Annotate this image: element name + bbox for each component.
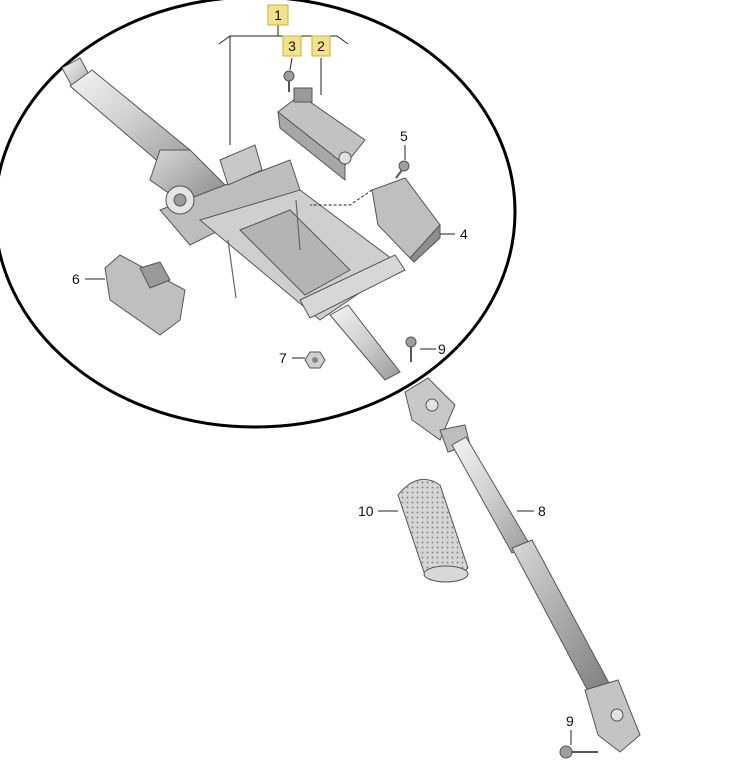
callout-6: 6 [72,271,80,287]
callout-2: 2 [311,35,331,57]
leader-line-4b [310,189,373,206]
leader-line-3 [289,57,293,71]
callout-9-lower: 9 [566,713,574,729]
part-2-control-unit [277,87,366,182]
part-10-boot [397,478,469,583]
callout-7: 7 [279,350,287,366]
part-3-screw [283,70,295,92]
tilt-spring [227,199,301,299]
svg-text:3: 3 [288,38,296,54]
part-5-screw [395,160,410,179]
steering-column-upper-assembly [61,57,406,381]
callout-3: 3 [282,35,302,57]
part-9-upper-screw [405,336,417,362]
callout-10: 10 [358,503,374,519]
callout-4: 4 [460,226,468,242]
callout-5: 5 [400,128,408,144]
callout-9-upper: 9 [438,341,446,357]
part-4-cover [371,177,441,263]
callout-8: 8 [538,503,546,519]
svg-text:1: 1 [274,7,282,23]
part-8-intermediate-shaft [404,377,641,753]
detail-ellipse [0,0,517,429]
part-7-nut [304,351,326,369]
part-9-lower-screw [559,745,598,759]
part-6-bracket [104,254,186,336]
callout-1: 1 [267,4,289,26]
svg-text:2: 2 [317,38,325,54]
